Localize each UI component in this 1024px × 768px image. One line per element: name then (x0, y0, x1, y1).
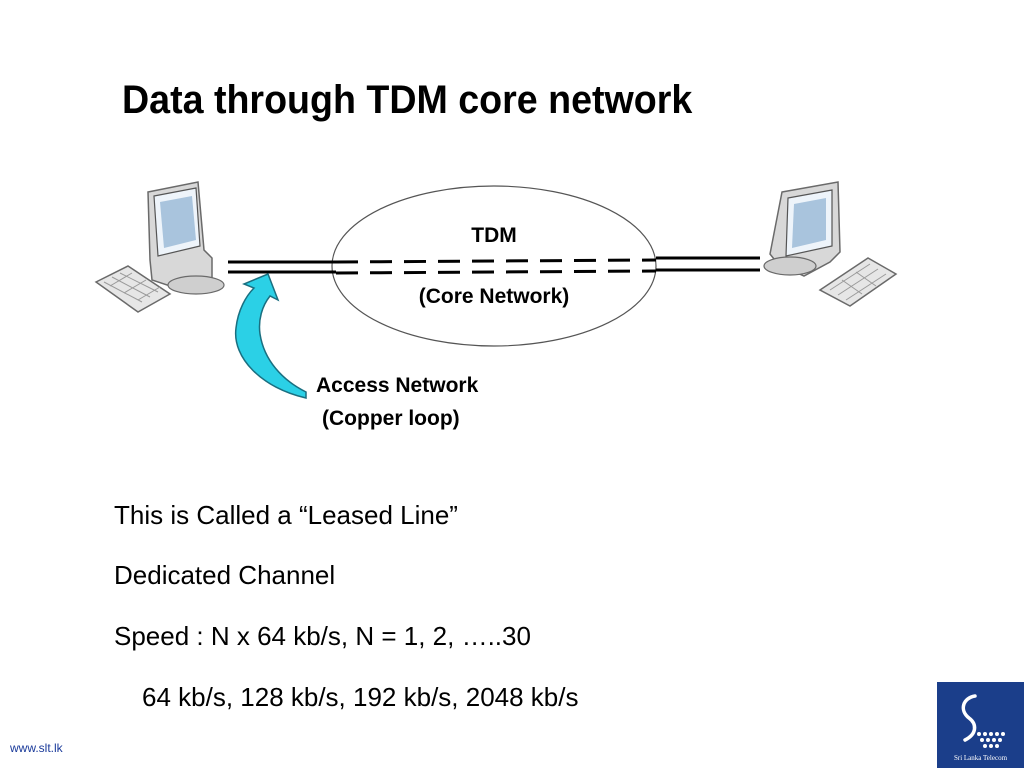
right-computer-icon (763, 181, 898, 307)
core-label: TDM (471, 224, 517, 247)
footer-url: www.slt.lk (10, 741, 63, 755)
leased-line (228, 256, 760, 274)
core-sublabel: (Core Network) (419, 285, 570, 308)
access-label: Access Network (316, 374, 479, 397)
slt-logo-mark-icon (961, 694, 1005, 748)
tdm-channel (335, 258, 657, 275)
logo-text: Sri Lanka Telecom (953, 754, 1008, 762)
access-arrow-icon (234, 273, 307, 399)
slide-title: Data through TDM core network (122, 78, 693, 122)
slt-logo: Sri Lanka Telecom (937, 682, 1024, 768)
left-computer-icon (94, 181, 225, 313)
core-network-ellipse (331, 185, 657, 347)
access-sublabel: (Copper loop) (322, 407, 460, 430)
